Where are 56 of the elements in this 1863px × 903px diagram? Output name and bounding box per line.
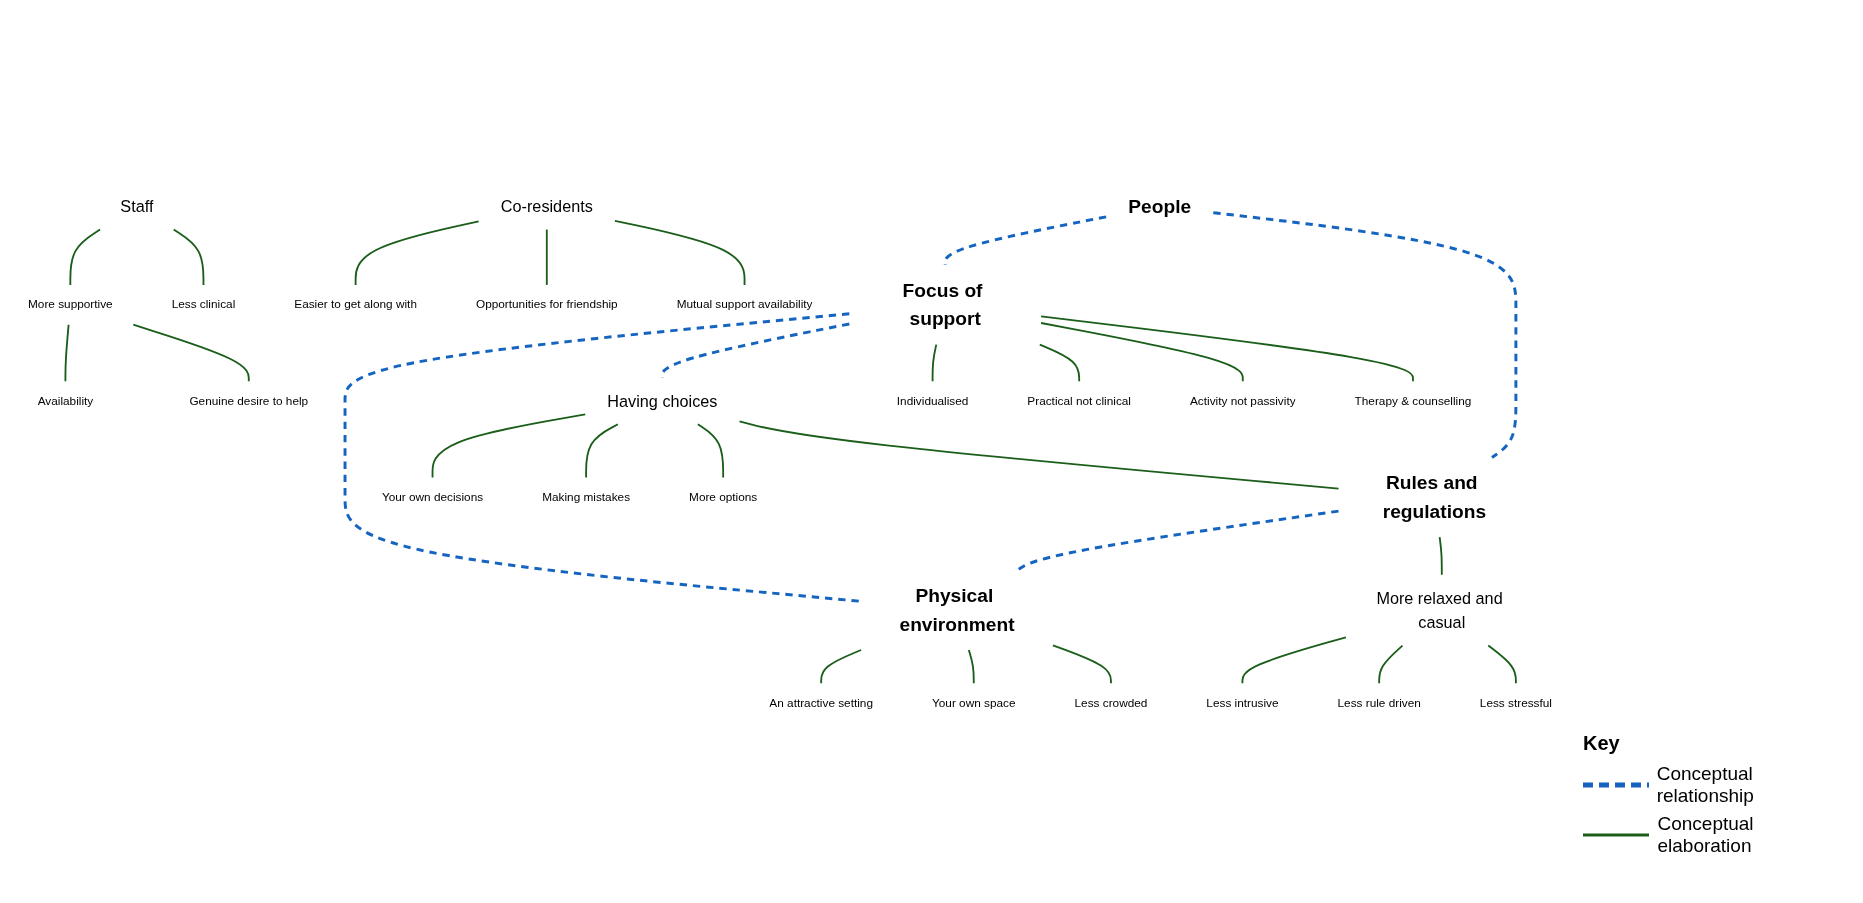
connector <box>1378 644 1404 684</box>
connector <box>172 228 205 286</box>
node-text: People <box>1128 194 1192 217</box>
legend-label: Conceptual relationship <box>1656 763 1755 807</box>
connector <box>1040 315 1414 382</box>
connector <box>614 219 746 286</box>
node-text: Mutual support availability <box>676 297 813 311</box>
connector <box>343 311 862 603</box>
node-text: Your own decisions <box>381 490 484 503</box>
connector <box>696 422 725 478</box>
node-text: An attractive setting <box>769 696 873 709</box>
legend-title: Key <box>1583 732 1621 755</box>
node-text: Staff <box>120 196 154 216</box>
legend-label: Conceptual elaboration <box>1657 813 1755 857</box>
node-text: Focus of support <box>902 278 983 330</box>
connector <box>545 228 548 286</box>
connector <box>738 419 1340 490</box>
connector <box>431 413 587 478</box>
connector <box>931 343 938 382</box>
connector <box>354 219 480 286</box>
connector <box>1052 643 1112 684</box>
connector <box>132 323 250 382</box>
node-text: Easier to get along with <box>294 297 417 311</box>
node-text: Availability <box>37 393 94 407</box>
connector <box>64 323 70 382</box>
node-text: Therapy & counselling <box>1354 393 1472 407</box>
connector <box>1241 635 1347 684</box>
connector <box>1038 343 1081 382</box>
node-text: Activity not passivity <box>1189 393 1296 407</box>
connector <box>69 228 102 286</box>
connector <box>1040 321 1244 382</box>
node-text: More relaxed and casual <box>1376 588 1503 632</box>
connector <box>820 648 863 684</box>
node-text: Practical not clinical <box>1027 393 1131 407</box>
node-text: Making mistakes <box>542 490 631 503</box>
node-text: Less rule driven <box>1337 696 1421 709</box>
connector <box>1213 210 1518 459</box>
node-text: Having choices <box>607 391 718 410</box>
node-text: Less crowded <box>1074 696 1148 709</box>
node-text: Your own space <box>931 696 1016 709</box>
connector <box>1438 535 1443 576</box>
node-text: More options <box>689 490 758 503</box>
node-text: Rules and regulations <box>1382 471 1487 522</box>
node-text: Less clinical <box>171 297 236 311</box>
connector <box>967 648 975 684</box>
node-text: Less stressful <box>1479 696 1552 709</box>
connector <box>1487 644 1517 684</box>
node-text: Opportunities for friendship <box>475 297 618 311</box>
node-text: More supportive <box>28 297 113 311</box>
node-text: Individualised <box>896 393 969 407</box>
connector <box>1016 509 1339 572</box>
node-text: Co-residents <box>500 196 593 216</box>
node-text: Physical environment <box>899 583 1015 635</box>
connector <box>585 422 619 478</box>
node-text: Less intrusive <box>1206 696 1279 709</box>
node-text: Genuine desire to help <box>189 393 309 407</box>
